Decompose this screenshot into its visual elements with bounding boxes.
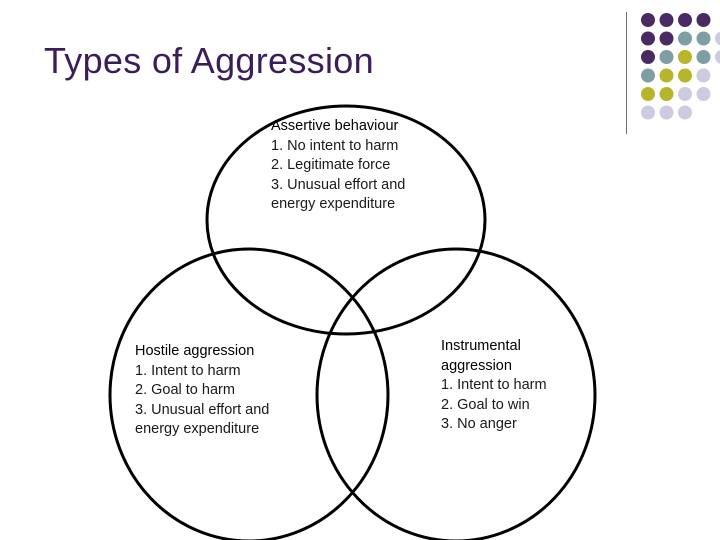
instrumental-label: Instrumental aggression 1. Intent to har… — [441, 337, 547, 435]
decorative-dot — [696, 31, 711, 46]
instrumental-item: 1. Intent to harm — [441, 377, 547, 393]
slide-title: Types of Aggression — [44, 40, 374, 81]
instrumental-item: 3. No anger — [441, 416, 517, 432]
decorative-dot — [641, 31, 655, 46]
title-divider-line — [626, 12, 627, 134]
assertive-item: 1. No intent to harm — [271, 137, 399, 154]
decorative-dot — [659, 68, 674, 83]
instrumental-heading-line: aggression — [441, 357, 512, 374]
decorative-dot — [678, 50, 692, 64]
hostile-label: Hostile aggression 1. Intent to harm 2. … — [135, 342, 269, 440]
decorative-dot — [641, 50, 655, 64]
assertive-item: energy expenditure — [271, 196, 396, 212]
decorative-dot — [696, 13, 711, 27]
decorative-dot — [678, 68, 692, 83]
decorative-dot — [678, 13, 692, 27]
decorative-dot — [678, 31, 692, 46]
decorative-dot — [641, 68, 655, 83]
decorative-dot — [659, 13, 674, 27]
decorative-dot — [641, 87, 655, 101]
assertive-item: 3. Unusual effort and — [271, 176, 406, 193]
venn-circle-assertive — [205, 104, 487, 336]
hostile-item: 3. Unusual effort and — [135, 401, 270, 418]
hostile-item: energy expenditure — [135, 421, 260, 437]
venn-circle-hostile — [108, 247, 390, 540]
decorative-dot — [659, 31, 674, 46]
decorative-dot — [696, 68, 711, 83]
instrumental-item: 2. Goal to win — [441, 396, 530, 413]
assertive-item: 2. Legitimate force — [271, 157, 391, 173]
decorative-dot — [678, 87, 692, 101]
decorative-dot — [659, 105, 674, 120]
hostile-item: 2. Goal to harm — [135, 382, 235, 398]
decorative-dot — [641, 105, 655, 120]
decorative-dot — [696, 50, 711, 64]
decorative-dot — [715, 31, 720, 46]
instrumental-heading-line: Instrumental — [441, 338, 521, 354]
assertive-heading: Assertive behaviour — [271, 118, 399, 134]
decorative-dot — [641, 13, 655, 27]
decorative-dot — [659, 87, 674, 101]
decorative-dot — [659, 50, 674, 64]
assertive-label: Assertive behaviour 1. No intent to harm… — [271, 117, 405, 215]
venn-circle-instrumental — [315, 247, 597, 540]
decorative-dot — [696, 87, 711, 101]
decorative-dot — [678, 105, 692, 120]
decorative-dot — [715, 50, 720, 64]
hostile-item: 1. Intent to harm — [135, 362, 241, 379]
hostile-heading: Hostile aggression — [135, 343, 255, 359]
